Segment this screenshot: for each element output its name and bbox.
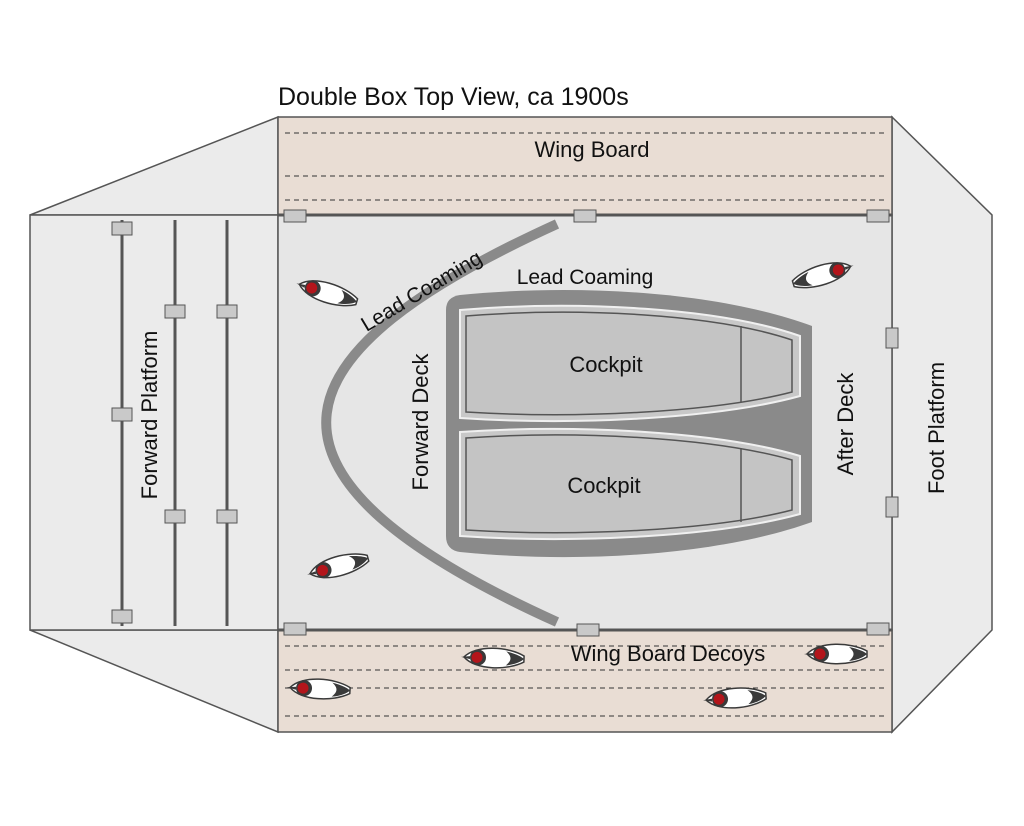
hinge: [111, 407, 133, 422]
forward-flare-bottom: [29, 629, 279, 734]
hinge: [866, 209, 890, 223]
cockpit-top-inner: [465, 311, 793, 416]
hinge: [164, 304, 186, 319]
cockpit-bottom-inner: [465, 434, 793, 534]
hinge: [283, 622, 307, 636]
forward-flare-top: [29, 115, 279, 216]
hinge: [283, 209, 307, 223]
hinge: [885, 327, 899, 349]
hinge: [576, 623, 600, 637]
hinge: [216, 509, 238, 524]
hinge: [573, 209, 597, 223]
wing-board-bottom-label: Wing Board Decoys: [571, 641, 765, 666]
wing-board-bottom: [277, 629, 893, 733]
forward-platform-panel: [29, 214, 279, 631]
cockpit-top-label: Cockpit: [569, 352, 642, 377]
forward-platform-label: Forward Platform: [137, 331, 162, 500]
hinge: [111, 221, 133, 236]
hinge: [866, 622, 890, 636]
hinge: [111, 609, 133, 624]
hinge: [216, 304, 238, 319]
after-deck-label: After Deck: [833, 372, 858, 476]
hinge: [885, 496, 899, 518]
forward-deck-label: Forward Deck: [408, 353, 433, 491]
lead-coaming-curve: [321, 219, 560, 627]
hinge: [164, 509, 186, 524]
diagram-title: Double Box Top View, ca 1900s: [278, 83, 629, 111]
wing-board-top-label: Wing Board: [535, 137, 650, 162]
lead-coaming-top-label: Lead Coaming: [517, 266, 654, 289]
foot-platform-label: Foot Platform: [924, 362, 949, 494]
cockpit-bottom-label: Cockpit: [567, 473, 640, 498]
